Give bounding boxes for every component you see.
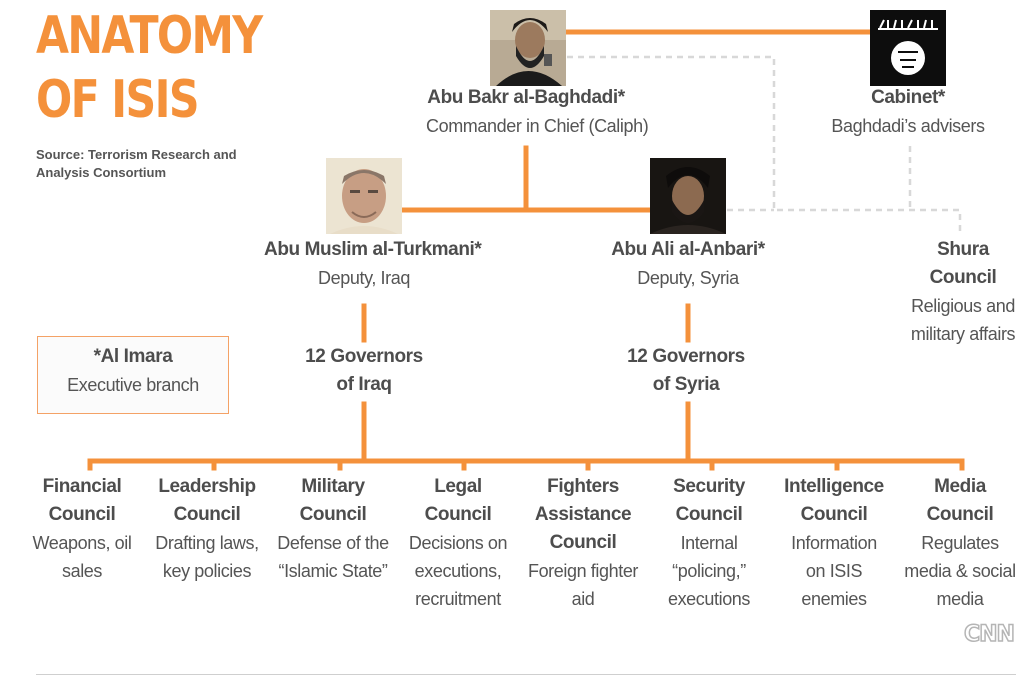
deputy-syria-name: Abu Ali al-Anbari* [611, 239, 765, 260]
leader-node: Abu Bakr al-Baghdadi* Commander in Chief… [426, 84, 649, 140]
council-fighters-assistance: Fighters Assistance Council Foreign figh… [527, 476, 639, 609]
leader-role: Commander in Chief (Caliph) [426, 116, 649, 136]
footer-divider [36, 674, 1016, 675]
portrait-photo-deputy-syria [650, 158, 726, 234]
governors-iraq-node: 12 Governors of Iraq [305, 346, 423, 395]
shura-council-node: Shura Council Religious and military aff… [910, 239, 1016, 344]
cabinet-role: Baghdadi’s advisers [831, 116, 985, 136]
council-legal: Legal Council Decisions on executions, r… [408, 476, 508, 609]
deputy-syria-role: Deputy, Syria [637, 268, 739, 288]
black-flag-icon [870, 10, 946, 86]
deputy-iraq-node: Abu Muslim al-Turkmani* Deputy, Iraq [264, 236, 482, 292]
legend-title: *Al Imara [93, 346, 173, 367]
cabinet-node: Cabinet* Baghdadi’s advisers [818, 84, 998, 140]
council-military: Military Council Defense of the “Islamic… [277, 476, 389, 581]
portrait-photo-leader [490, 10, 566, 86]
council-leadership: Leadership Council Drafting laws, key po… [155, 476, 259, 581]
council-media: Media Council Regulates media & social m… [904, 476, 1016, 609]
council-security: Security Council Internal “policing,” ex… [667, 476, 751, 609]
cabinet-name: Cabinet* [871, 87, 945, 108]
deputy-iraq-name: Abu Muslim al-Turkmani* [264, 239, 482, 260]
legend-subtitle: Executive branch [67, 375, 199, 395]
deputy-syria-node: Abu Ali al-Anbari* Deputy, Syria [588, 236, 788, 292]
source-note: Source: Terrorism Research and Analysis … [36, 147, 237, 180]
cnn-logo: CNN [963, 621, 1015, 648]
leader-name: Abu Bakr al-Baghdadi* [427, 87, 625, 108]
council-financial: Financial Council Weapons, oil sales [32, 476, 132, 581]
dotted-leader-shura [567, 55, 962, 232]
page-title: ANATOMY OF ISIS [36, 6, 263, 130]
council-intelligence: Intelligence Council Information on ISIS… [784, 476, 884, 609]
governors-syria-node: 12 Governors of Syria [627, 346, 745, 395]
portrait-photo-deputy-iraq [326, 158, 402, 234]
legend-box: *Al Imara Executive branch [37, 336, 229, 414]
deputy-iraq-role: Deputy, Iraq [318, 268, 410, 288]
